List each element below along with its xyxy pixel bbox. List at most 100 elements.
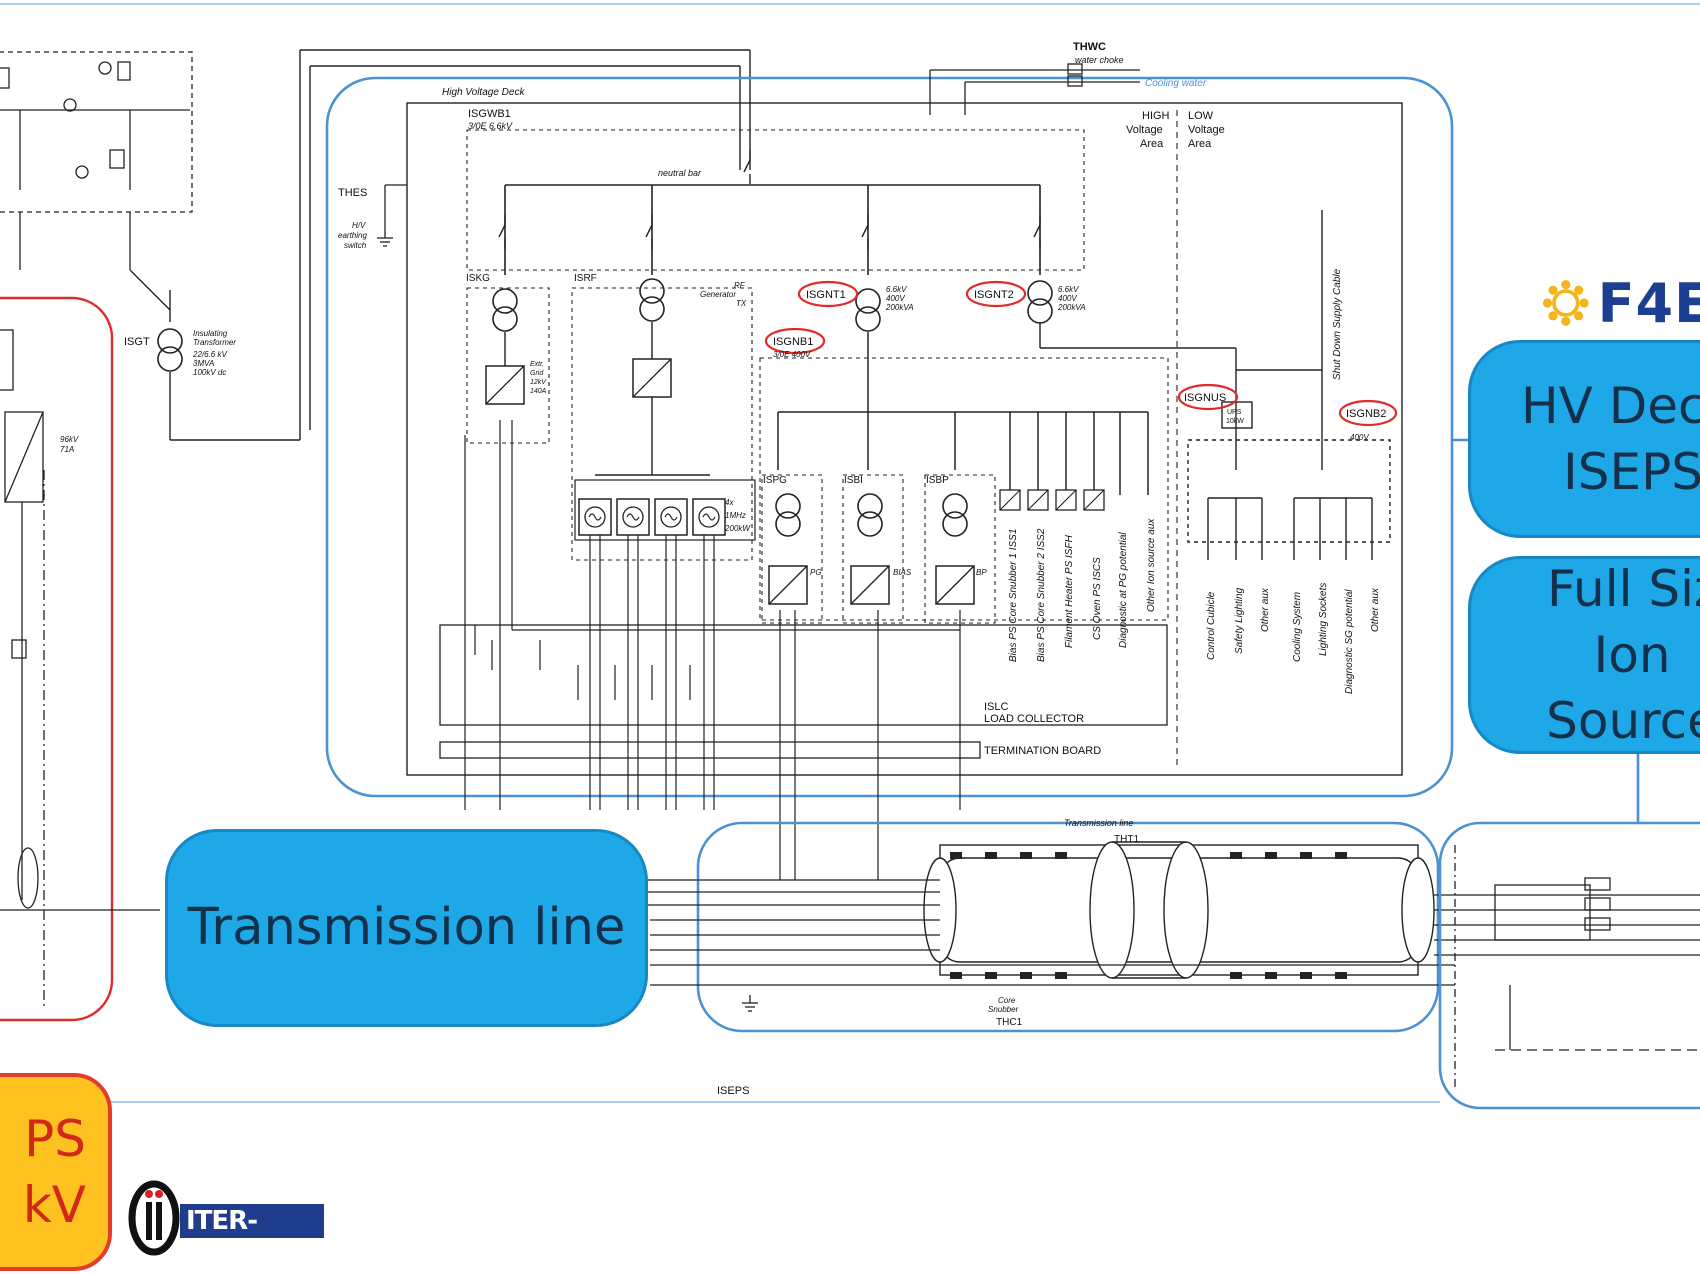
t1-r2: 400V	[886, 294, 905, 303]
hv-area-line2: Voltage	[1126, 124, 1163, 136]
deck-aux-converters	[999, 489, 1105, 511]
transmission-line-block: Transmission line	[165, 829, 648, 1027]
t2-r2: 400V	[1058, 294, 1077, 303]
left-rating-2: 71A	[60, 445, 74, 454]
transmission-line-cylinders	[923, 841, 1435, 979]
islc-label: ISLC	[984, 701, 1009, 713]
ins-tr-2: Transformer	[193, 338, 236, 347]
ion-source-internals	[1454, 845, 1700, 1090]
ion-source-block: Full Size Ion Source	[1468, 556, 1700, 754]
top-left-switchgear	[0, 51, 193, 311]
lv-area-line1: LOW	[1188, 110, 1214, 122]
isgt-label: ISGT	[124, 336, 150, 348]
earthing-line2: earthing	[338, 231, 367, 240]
lv-load-3: Other aux	[1260, 587, 1271, 632]
core-snubber-1: Core	[998, 996, 1016, 1005]
lv-load-5: Lighting Sockets	[1318, 583, 1329, 656]
rf-gen-3: TX	[736, 299, 747, 308]
ps-bias: BIAS	[893, 568, 912, 577]
isgnus-label: ISGNUS	[1184, 392, 1226, 404]
isgwb1-label: ISGWB1	[468, 108, 511, 120]
left-red-frame	[0, 296, 114, 1022]
lv-load-6: Diagnostic SG potential	[1344, 589, 1355, 694]
isrf-box	[571, 287, 753, 561]
hv-main-bus	[504, 184, 1041, 275]
termination-board	[439, 741, 981, 759]
t2-r3: 200kVA	[1057, 303, 1086, 312]
thc1-label: THC1	[996, 1017, 1023, 1028]
deck-load-2: Bias PS Core Snubber 2 ISS2	[1036, 528, 1047, 662]
tht1-label: THT1	[1114, 834, 1139, 845]
rf-block-2: 1MHz	[725, 511, 746, 520]
iter-india-text: ITER-India	[180, 1204, 324, 1270]
hv-area-line1: HIGH	[1142, 110, 1170, 122]
earthing-line1: H/V	[352, 221, 366, 230]
isgnb2-label: ISGNB2	[1346, 408, 1386, 420]
water-choke-lines	[929, 63, 1140, 115]
deck-load-1: Bias PS Core Snubber 1 ISS1	[1008, 529, 1019, 662]
lv-load-1: Control Cubicle	[1206, 591, 1217, 660]
hv-deck-block: HV Deck ISEPS	[1468, 340, 1700, 538]
isgnb1-box	[759, 357, 1169, 621]
isgnt2-label: ISGNT2	[974, 289, 1014, 301]
hv-deck-line1: HV Deck	[1521, 377, 1700, 435]
isgnb1-label: ISGNB1	[773, 336, 813, 348]
isbp-box	[924, 474, 996, 624]
rf-gen-1: RF	[734, 281, 746, 290]
transmission-line-dots	[950, 852, 1347, 979]
orange-line2: kV	[22, 1176, 86, 1234]
left-red-frame-internals	[0, 329, 160, 1010]
ins-tr-3: 22/6.6 kV	[192, 350, 227, 359]
isgnb2-rating: 400V	[1350, 433, 1369, 442]
f4e-logo: F4E	[1542, 270, 1700, 336]
rf-block-1: 4x	[725, 498, 734, 507]
rf-gen-2: Generator	[700, 290, 736, 299]
tl-small-label: Transmission line	[1064, 818, 1133, 828]
ins-tr-1: Insulating	[193, 329, 228, 338]
iskg-r3: 12kV	[530, 379, 547, 386]
ups-1: UPS	[1227, 409, 1242, 416]
ion-source-line1: Full Size	[1547, 560, 1700, 618]
core-snubber-2: Snubber	[988, 1005, 1019, 1014]
hv-deck-frame	[325, 76, 1454, 798]
iskg-label: ISKG	[466, 273, 490, 284]
neutral-bar-label: neutral bar	[658, 168, 702, 178]
iskg-r1: Extr.	[530, 361, 544, 368]
deck-load-5: Diagnostic at PG potential	[1118, 532, 1129, 648]
t1-r1: 6.6kV	[886, 285, 907, 294]
isrf-label: ISRF	[574, 273, 597, 284]
iseps-label: ISEPS	[717, 1085, 749, 1097]
thes-label: THES	[338, 187, 367, 199]
rf-block-3: 200kW	[724, 524, 751, 533]
transmission-line-conductors	[640, 879, 1700, 986]
transmission-line-frame	[696, 821, 1440, 1033]
lv-load-2: Safety Lighting	[1234, 587, 1245, 654]
thwc-label: THWC	[1073, 41, 1106, 53]
iskg-box	[466, 287, 550, 444]
lv-area	[1039, 210, 1391, 560]
highlight-ellipses	[764, 280, 1398, 427]
hv-area-line3: Area	[1140, 138, 1164, 150]
transmission-line-text: Transmission line	[187, 898, 626, 958]
iskg-r2: Grid	[530, 370, 544, 377]
ion-source-frame	[1438, 821, 1700, 1110]
f4e-text: F4E	[1597, 271, 1700, 335]
hv-deck-label: High Voltage Deck	[442, 87, 525, 98]
lv-load-4: Cooling System	[1292, 592, 1303, 662]
hv-deck-inner-box	[406, 102, 1403, 776]
iter-emblem-icon	[128, 1180, 180, 1256]
load-collector-box	[439, 624, 1168, 726]
ps-bp: BP	[976, 568, 987, 577]
isgnt1-label: ISGNT1	[806, 289, 846, 301]
iskg-r4: 140A	[530, 388, 547, 395]
rf-generators	[574, 474, 756, 541]
hv-deck-line2: ISEPS	[1563, 443, 1700, 501]
deck-load-4: CS Oven PS ISCS	[1092, 557, 1103, 640]
ins-tr-5: 100kV dc	[193, 368, 226, 377]
t2-r1: 6.6kV	[1058, 285, 1079, 294]
t1-r3: 200kVA	[885, 303, 914, 312]
ins-tr-4: 3MVA	[193, 359, 214, 368]
shut-down-cable-label: Shut Down Supply Cable	[1332, 268, 1343, 380]
load-collector-label: LOAD COLLECTOR	[984, 713, 1084, 725]
